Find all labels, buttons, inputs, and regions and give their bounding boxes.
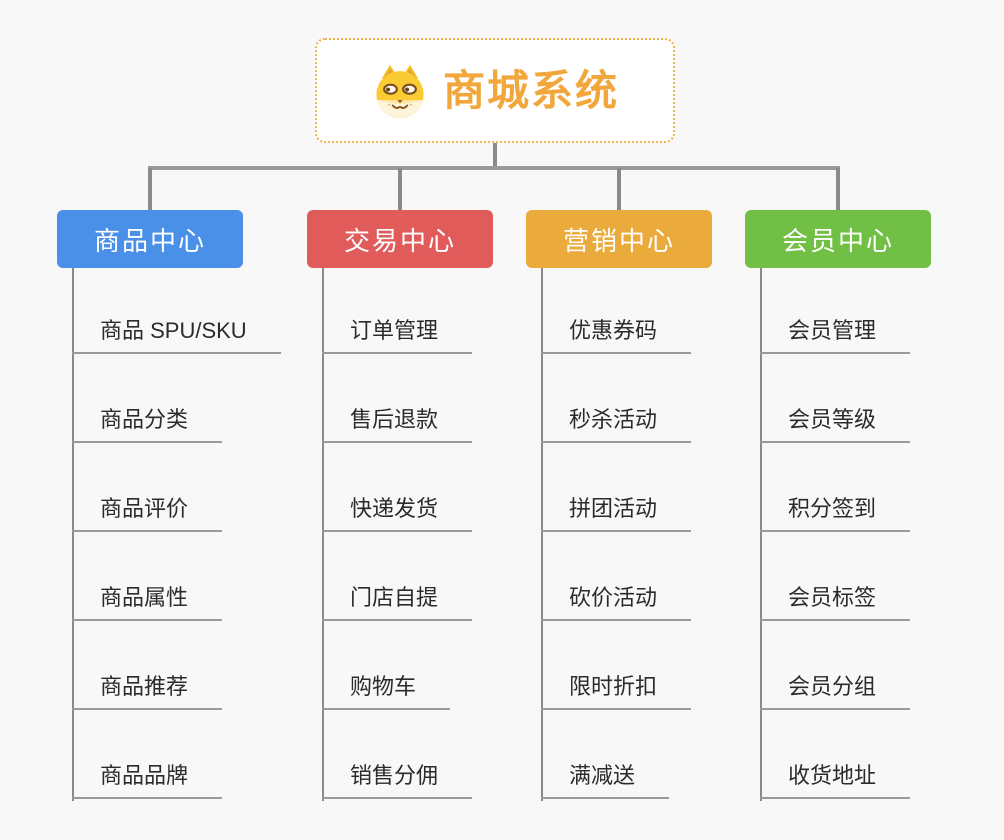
leaf-node[interactable]: 订单管理	[322, 310, 473, 354]
leaf-label: 购物车	[350, 674, 417, 699]
leaf-label: 秒杀活动	[569, 407, 658, 432]
leaf-node[interactable]: 秒杀活动	[541, 399, 692, 443]
leaf-node[interactable]: 会员标签	[760, 577, 911, 621]
leaf-node[interactable]: 购物车	[322, 666, 451, 710]
connector-branch-stub	[617, 168, 621, 210]
leaf-label: 销售分佣	[350, 763, 439, 788]
leaf-label: 商品 SPU/SKU	[100, 318, 247, 343]
root-label: 商城系统	[442, 66, 619, 114]
leaf-label: 拼团活动	[569, 496, 658, 521]
leaf-label: 商品推荐	[100, 674, 189, 699]
leaf-node[interactable]: 销售分佣	[322, 755, 473, 799]
leaf-label: 会员标签	[788, 585, 877, 610]
dog-face-icon	[376, 64, 424, 118]
leaf-node[interactable]: 商品分类	[72, 399, 223, 443]
branch-spine	[760, 268, 762, 801]
branch-header-label: 商品中心	[93, 225, 206, 256]
connector-branch-stub	[836, 168, 840, 210]
leaf-node[interactable]: 快递发货	[322, 488, 473, 532]
leaf-node[interactable]: 售后退款	[322, 399, 473, 443]
leaf-label: 会员管理	[788, 318, 877, 343]
branch-spine	[72, 268, 74, 801]
branch-header-label: 营销中心	[562, 225, 675, 256]
leaf-node[interactable]: 收货地址	[760, 755, 911, 799]
root-node[interactable]: 商城系统	[315, 38, 675, 143]
leaf-label: 满减送	[569, 763, 636, 788]
connector-root-stub	[493, 141, 497, 168]
branch-header-marketing-center[interactable]: 营销中心	[526, 210, 712, 268]
branch-header-label: 交易中心	[343, 225, 456, 256]
leaf-node[interactable]: 商品属性	[72, 577, 223, 621]
leaf-label: 砍价活动	[569, 585, 658, 610]
leaf-label: 门店自提	[350, 585, 439, 610]
leaf-node[interactable]: 商品 SPU/SKU	[72, 310, 281, 354]
branch-header-product-center[interactable]: 商品中心	[57, 210, 243, 268]
branch-header-trade-center[interactable]: 交易中心	[307, 210, 493, 268]
leaf-label: 商品分类	[100, 407, 189, 432]
leaf-node[interactable]: 优惠券码	[541, 310, 692, 354]
connector-branch-stub	[398, 168, 402, 210]
leaf-label: 积分签到	[788, 496, 877, 521]
branch-header-label: 会员中心	[781, 225, 894, 256]
leaf-label: 快递发货	[350, 496, 439, 521]
leaf-node[interactable]: 会员等级	[760, 399, 911, 443]
leaf-label: 商品评价	[100, 496, 189, 521]
leaf-node[interactable]: 砍价活动	[541, 577, 692, 621]
connector-branch-stub	[148, 168, 152, 210]
leaf-label: 收货地址	[788, 763, 877, 788]
leaf-node[interactable]: 商品评价	[72, 488, 223, 532]
leaf-label: 商品属性	[100, 585, 189, 610]
leaf-node[interactable]: 积分签到	[760, 488, 911, 532]
leaf-label: 限时折扣	[569, 674, 658, 699]
leaf-label: 优惠券码	[569, 318, 658, 343]
branch-header-member-center[interactable]: 会员中心	[745, 210, 931, 268]
branch-spine	[322, 268, 324, 801]
branch-spine	[541, 268, 543, 801]
leaf-label: 订单管理	[350, 318, 439, 343]
leaf-node[interactable]: 商品品牌	[72, 755, 223, 799]
leaf-node[interactable]: 商品推荐	[72, 666, 223, 710]
leaf-node[interactable]: 会员管理	[760, 310, 911, 354]
leaf-node[interactable]: 拼团活动	[541, 488, 692, 532]
leaf-label: 售后退款	[350, 407, 439, 432]
leaf-label: 会员分组	[788, 674, 877, 699]
connector-horizontal-bar	[148, 166, 840, 170]
leaf-label: 商品品牌	[100, 763, 189, 788]
leaf-node[interactable]: 会员分组	[760, 666, 911, 710]
leaf-node[interactable]: 限时折扣	[541, 666, 692, 710]
leaf-node[interactable]: 门店自提	[322, 577, 473, 621]
leaf-node[interactable]: 满减送	[541, 755, 670, 799]
leaf-label: 会员等级	[788, 407, 877, 432]
